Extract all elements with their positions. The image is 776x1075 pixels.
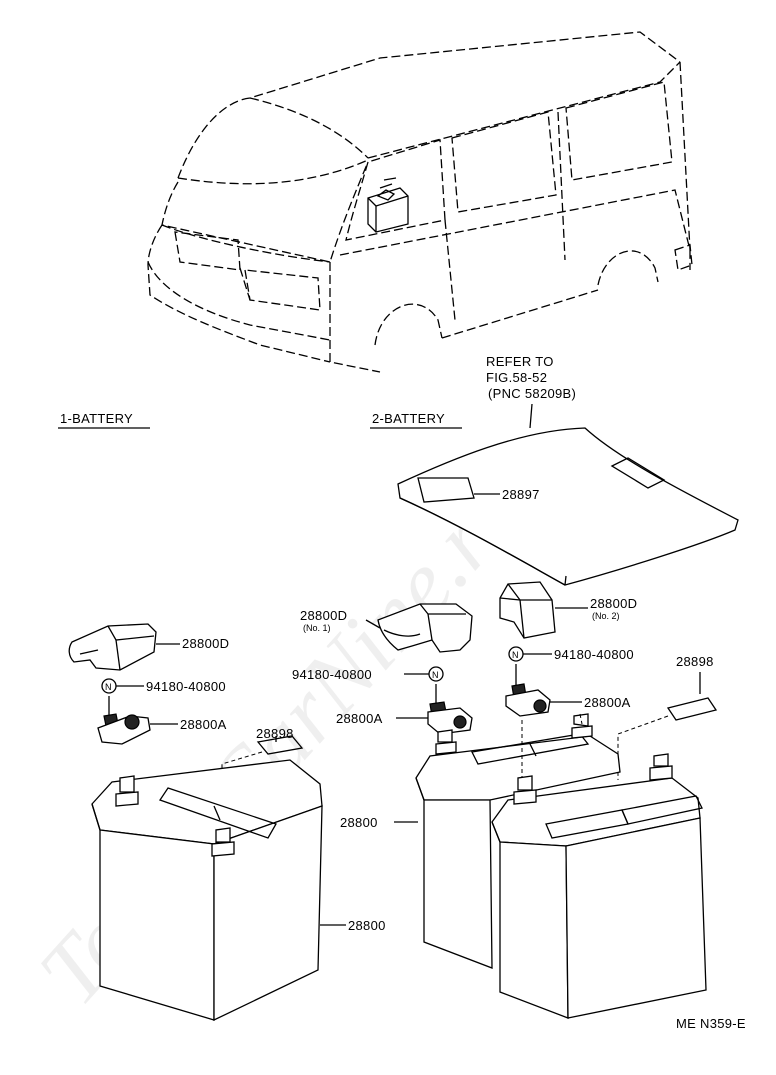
terminal-cap-one	[68, 623, 157, 671]
terminal-cap-no2	[499, 581, 556, 639]
terminal-clamp-one	[97, 696, 151, 745]
battery-pair	[415, 713, 707, 1019]
callout-label-two: 28898	[676, 654, 714, 669]
terminal-clamp-two-right	[505, 664, 551, 717]
callout-battery-two: 28800	[340, 815, 378, 830]
callout-nut-two-right: 94180-40800	[554, 647, 634, 662]
warning-label-two	[666, 697, 718, 721]
terminal-clamp-two-mid	[427, 684, 473, 735]
label-placement-two	[617, 715, 669, 780]
callout-cap-no1: 28800D	[300, 608, 347, 623]
refer-line-2: FIG.58-52	[486, 370, 547, 385]
callout-cover: 28897	[502, 487, 540, 502]
callout-nut-two-mid: 94180-40800	[292, 667, 372, 682]
nut-mark-two-right: N	[512, 650, 519, 660]
nut-mark-two-mid: N	[432, 670, 439, 680]
refer-line-3: (PNC 58209B)	[488, 386, 576, 401]
callout-clamp-two-right: 28800A	[584, 695, 631, 710]
van-illustration	[147, 31, 693, 373]
callout-nut-one: 94180-40800	[146, 679, 226, 694]
battery-one	[91, 759, 323, 1022]
battery-cover	[397, 427, 739, 586]
section-label-1-battery: 1-BATTERY	[60, 411, 133, 426]
callout-clamp-one: 28800A	[180, 717, 227, 732]
section-label-2-battery: 2-BATTERY	[372, 411, 445, 426]
refer-line-1: REFER TO	[486, 354, 554, 369]
callout-cap-one: 28800D	[182, 636, 229, 651]
figure-code: ME N359-E	[676, 1016, 746, 1031]
callout-battery-one: 28800	[348, 918, 386, 933]
terminal-cap-no1	[377, 603, 473, 653]
warning-label-one	[256, 735, 304, 755]
nut-mark-one: N	[105, 682, 112, 692]
callout-cap-no2-sub: (No. 2)	[592, 611, 620, 621]
leader-cap-no1	[365, 619, 381, 629]
callout-cap-no1-sub: (No. 1)	[303, 623, 331, 633]
refer-leader	[529, 403, 533, 429]
callout-cap-no2: 28800D	[590, 596, 637, 611]
callout-clamp-two-mid: 28800A	[336, 711, 383, 726]
